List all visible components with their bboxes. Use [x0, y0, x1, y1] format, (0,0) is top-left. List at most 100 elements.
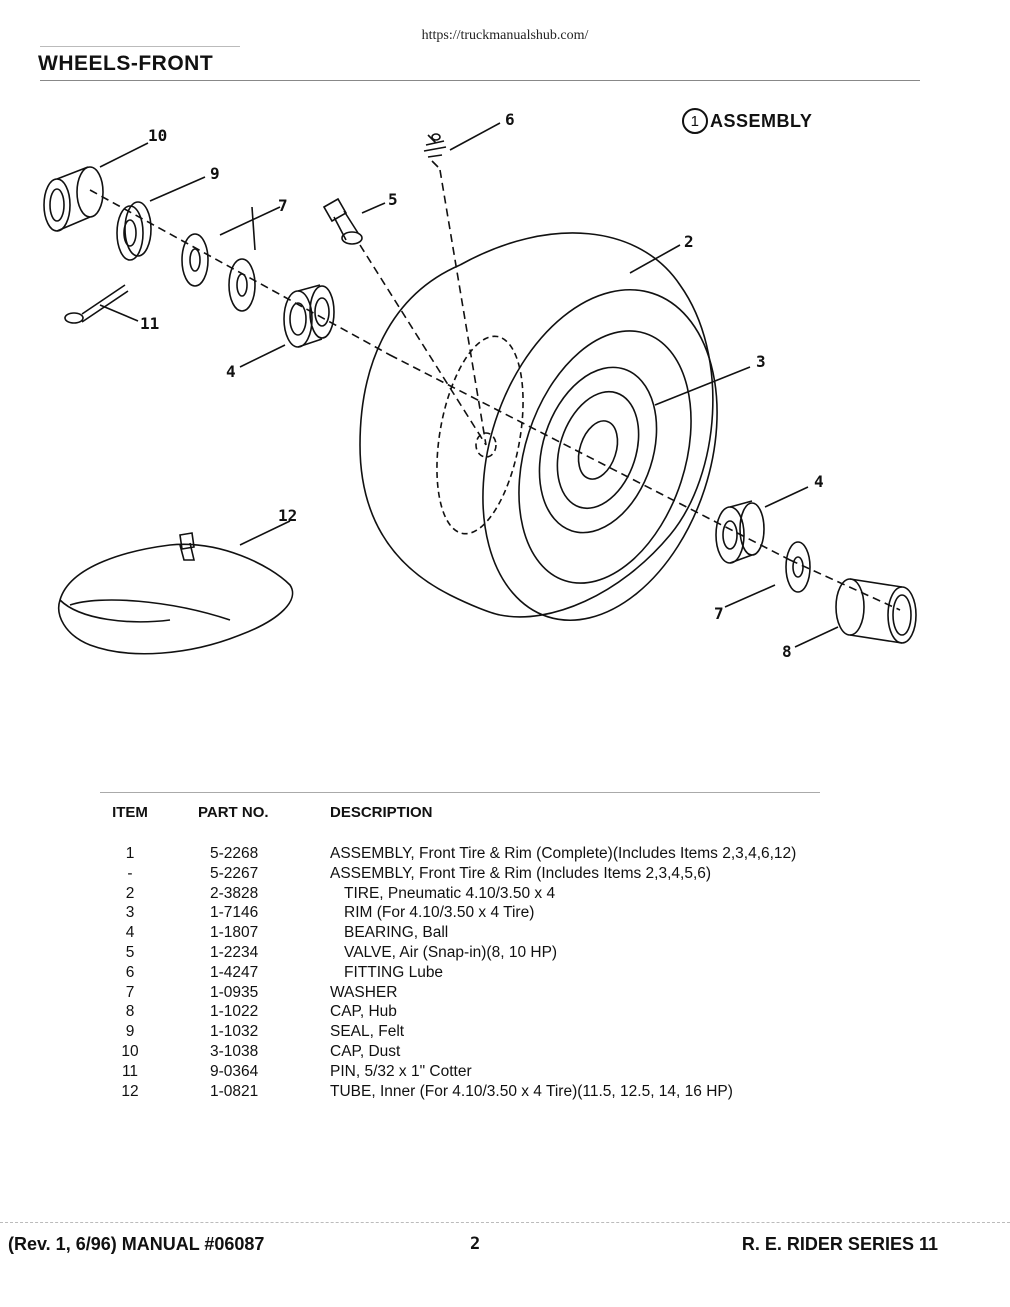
- description-cell: TUBE, Inner (For 4.10/3.50 x 4 Tire)(11.…: [330, 1082, 733, 1100]
- assembly-text: ASSEMBLY: [710, 110, 813, 131]
- part-number-cell: 9-0364: [210, 1062, 259, 1080]
- header-divider-top: [40, 46, 240, 47]
- item-cell: 11: [121, 1062, 139, 1080]
- valve-axis: [359, 169, 487, 446]
- inner-tube-part: [58, 532, 294, 655]
- footer-divider: [0, 1222, 1010, 1223]
- description-cell: ASSEMBLY, Front Tire & Rim (Complete)(In…: [330, 845, 797, 862]
- table-row: 12 1-0821 TUBE, Inner (For 4.10/3.50 x 4 T…: [0, 1083, 1010, 1103]
- lube-fitting-part: [423, 133, 447, 168]
- assembly-label: 1 ASSEMBLY: [682, 108, 812, 134]
- part-number-cell: 1-1022: [210, 1003, 259, 1021]
- header-divider: [40, 80, 920, 81]
- washer-part-right: [785, 541, 811, 593]
- cotter-pin-part: [64, 284, 129, 324]
- item-cell: 2: [125, 884, 135, 902]
- description-cell: TIRE, Pneumatic 4.10/3.50 x 4: [344, 884, 556, 902]
- leader-2: [629, 244, 681, 274]
- leader-10: [99, 142, 149, 168]
- part-number-cell: 1-2234: [210, 943, 259, 961]
- part-number-cell: 1-7146: [210, 904, 259, 922]
- callout-4: 4: [226, 362, 236, 381]
- part-number-cell: 5-2267: [210, 864, 259, 882]
- table-row: 4 1-1807 BEARING, Ball: [0, 924, 1010, 944]
- washer-part: [181, 233, 256, 312]
- leader-7: [219, 206, 281, 251]
- leader-7-right: [724, 584, 776, 608]
- assembly-axis: [89, 189, 901, 611]
- leader-5: [361, 202, 386, 214]
- callout-10: 10: [148, 126, 167, 145]
- callout-12: 12: [278, 506, 297, 525]
- source-url: https://truckmanualshub.com/: [421, 28, 589, 43]
- leader-6: [449, 122, 501, 151]
- table-row: 11 9-0364 PIN, 5/32 x 1" Cotter: [0, 1063, 1010, 1083]
- item-cell: 12: [121, 1082, 139, 1100]
- page-number: 2: [470, 1234, 481, 1254]
- rim-part: [538, 366, 658, 534]
- part-number-cell: 1-0821: [210, 1082, 259, 1100]
- table-row: - 5-2267 ASSEMBLY, Front Tire & Rim (Inclu…: [0, 865, 1010, 885]
- leader-8: [794, 626, 839, 648]
- dust-cap-part: [43, 166, 104, 232]
- description-cell: WASHER: [330, 983, 398, 1001]
- item-cell: -: [127, 864, 133, 882]
- description-cell: CAP, Dust: [330, 1042, 401, 1060]
- exploded-wheel-diagram: 10 9 7 6 5 2 11 4 3 12 4 7 8: [43, 110, 917, 661]
- callout-2: 2: [684, 232, 694, 251]
- hub-cap-part: [835, 578, 917, 644]
- callout-5: 5: [388, 190, 398, 209]
- leader-12: [239, 520, 291, 546]
- header-description: DESCRIPTION: [330, 804, 433, 821]
- description-cell: RIM (For 4.10/3.50 x 4 Tire): [344, 904, 535, 922]
- bearing-part-left: [283, 284, 335, 348]
- hidden-hub-outline: [436, 335, 524, 535]
- series-name: R. E. RIDER SERIES 11: [741, 1234, 938, 1254]
- felt-seal-part: [116, 201, 152, 261]
- air-valve-part: [322, 197, 363, 245]
- description-cell: VALVE, Air (Snap-in)(8, 10 HP): [344, 943, 558, 961]
- part-number-cell: 2-3828: [210, 884, 259, 902]
- part-number-cell: 3-1038: [210, 1042, 259, 1060]
- callout-8: 8: [782, 642, 792, 661]
- item-cell: 3: [125, 904, 135, 922]
- description-cell: PIN, 5/32 x 1" Cotter: [330, 1062, 472, 1080]
- leader-4: [239, 344, 286, 368]
- item-cell: 7: [125, 983, 135, 1001]
- description-cell: FITTING Lube: [344, 963, 444, 981]
- table-row: 3 1-7146 RIM (For 4.10/3.50 x 4 Tire): [0, 904, 1010, 924]
- callout-11: 11: [140, 314, 159, 333]
- header-item: ITEM: [112, 804, 148, 821]
- description-cell: BEARING, Ball: [344, 924, 449, 942]
- callout-7-right: 7: [714, 604, 724, 623]
- callout-6: 6: [505, 110, 515, 129]
- callout-4-right: 4: [814, 472, 824, 491]
- table-divider: [100, 792, 820, 793]
- page-title: WHEELS-FRONT: [38, 52, 214, 75]
- part-number-cell: 1-1032: [210, 1023, 259, 1041]
- assembly-number-badge: 1: [682, 108, 708, 134]
- item-cell: 4: [125, 924, 135, 942]
- part-number-cell: 5-2268: [210, 845, 259, 862]
- item-cell: 8: [125, 1003, 135, 1021]
- manual-revision: (Rev. 1, 6/96) MANUAL #06087: [8, 1234, 265, 1254]
- parts-table-header: ITEM PART NO. DESCRIPTION: [0, 804, 1010, 824]
- bearing-part-right: [715, 500, 765, 564]
- part-number-cell: 1-1807: [210, 924, 259, 942]
- callout-3: 3: [756, 352, 766, 371]
- leader-4-right: [764, 486, 809, 508]
- description-cell: ASSEMBLY, Front Tire & Rim (Includes Ite…: [330, 864, 712, 882]
- item-cell: 9: [125, 1023, 135, 1041]
- part-number-cell: 1-0935: [210, 983, 259, 1001]
- item-cell: 10: [121, 1042, 139, 1060]
- header-part-no: PART NO.: [198, 804, 269, 821]
- table-row: 10 3-1038 CAP, Dust: [0, 1043, 1010, 1063]
- item-cell: 6: [125, 963, 135, 981]
- leader-11: [99, 304, 139, 322]
- leader-3: [654, 366, 751, 406]
